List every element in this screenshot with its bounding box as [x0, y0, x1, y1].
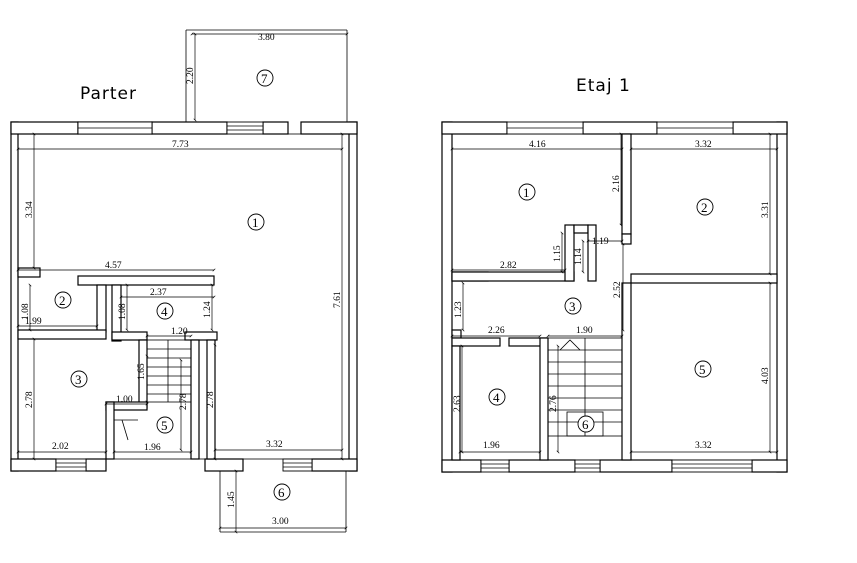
dim-u-room4-top: 2.26	[488, 326, 505, 336]
upper-dimension-labels: 4.16 2.16 3.32 3.31 1.15 1.19 1.14 2.82 …	[453, 140, 771, 451]
dim-bottom-width: 1.96	[144, 443, 161, 453]
dim-room2-height: 1.08	[21, 303, 31, 320]
upper-dimension-lines	[450, 132, 779, 454]
ground-room-4-label: 4	[161, 304, 168, 319]
upper-room-5-label: 5	[699, 362, 706, 377]
dim-u-closet-inner: 1.14	[574, 248, 584, 265]
ground-room-2-label: 2	[59, 293, 66, 308]
dim-right-height: 7.61	[333, 291, 343, 308]
upper-room-3-label: 3	[569, 299, 576, 314]
dim-u-closet-height: 1.15	[553, 245, 563, 262]
upper-stairs	[547, 337, 623, 437]
dim-u-room4-height: 2.63	[453, 395, 463, 412]
dim-hall-height: 2.78	[206, 391, 216, 408]
upper-room-6-label: 6	[582, 417, 589, 432]
ground-floor: 3.80 2.20 7.73 3.34 7.61 4.57 1.99 1.08 …	[10, 29, 358, 534]
dim-room3-height: 2.78	[25, 391, 35, 408]
dim-right-bottom: 3.32	[266, 440, 283, 450]
dim-left-height: 3.34	[25, 201, 35, 218]
dim-wc-width: 1.00	[116, 395, 133, 405]
ground-room-6-label: 6	[278, 485, 285, 500]
dim-u-stair-width: 1.90	[576, 326, 593, 336]
dim-u-room4-width: 1.96	[483, 441, 500, 451]
ground-floor-title: Parter	[80, 84, 137, 104]
dim-u-stair-height: 2.76	[549, 395, 559, 412]
upper-room-1-label: 1	[523, 185, 530, 200]
upper-inner-walls	[451, 133, 778, 461]
terrace-outline	[185, 29, 348, 122]
dim-stair-height: 1.65	[137, 363, 147, 380]
ground-room-labels: 1 2 3 4 5 6 7	[54, 69, 291, 501]
dim-u-room2-width: 3.32	[695, 140, 712, 150]
dim-room4-right: 1.24	[203, 301, 213, 318]
dim-room3-width: 2.02	[52, 442, 69, 452]
dim-u-room5-width: 3.32	[695, 441, 712, 451]
ground-stairs	[114, 339, 192, 441]
dim-u-room1-side: 2.16	[612, 175, 622, 192]
ground-room-3-label: 3	[75, 372, 82, 387]
upper-floor: 4.16 2.16 3.32 3.31 1.15 1.19 1.14 2.82 …	[441, 121, 788, 473]
ground-room-5-label: 5	[161, 418, 168, 433]
dim-u-room2-height: 3.31	[761, 201, 771, 218]
ground-dimension-lines	[16, 32, 349, 534]
dim-room2-width: 1.99	[25, 317, 42, 327]
dim-top-width: 7.73	[172, 140, 189, 150]
ground-dimension-labels: 3.80 2.20 7.73 3.34 7.61 4.57 1.99 1.08 …	[21, 33, 343, 527]
dim-u-room1-bottom: 2.82	[500, 261, 517, 271]
dim-room4-left: 1.08	[118, 303, 128, 320]
upper-room-2-label: 2	[701, 200, 708, 215]
dim-u-hall-left: 1.23	[454, 301, 464, 318]
dim-mid-width: 4.57	[105, 261, 122, 271]
ground-room-7-label: 7	[261, 71, 268, 86]
ground-windows	[55, 121, 313, 472]
dim-terrace-depth: 2.20	[186, 67, 196, 84]
upper-floor-title: Etaj 1	[576, 76, 631, 96]
dim-porch-depth: 1.45	[227, 491, 237, 508]
upper-room-4-label: 4	[493, 390, 500, 405]
dim-stair-inner: 2.78	[179, 393, 189, 410]
upper-windows	[480, 121, 753, 473]
dim-u-room5-height: 4.03	[761, 367, 771, 384]
dim-u-closet-width: 1.19	[592, 237, 609, 247]
porch-outline	[219, 471, 347, 533]
ground-room-1-label: 1	[252, 215, 259, 230]
dim-terrace-width: 3.80	[258, 33, 275, 43]
dim-room4-width: 2.37	[150, 288, 167, 298]
dim-u-room1-width: 4.16	[529, 140, 546, 150]
upper-room-labels: 1 2 3 4 5 6	[488, 183, 714, 433]
dim-stair-width: 1.20	[171, 327, 188, 337]
dim-u-hall-height: 2.52	[613, 281, 623, 298]
dim-porch-width: 3.00	[272, 517, 289, 527]
